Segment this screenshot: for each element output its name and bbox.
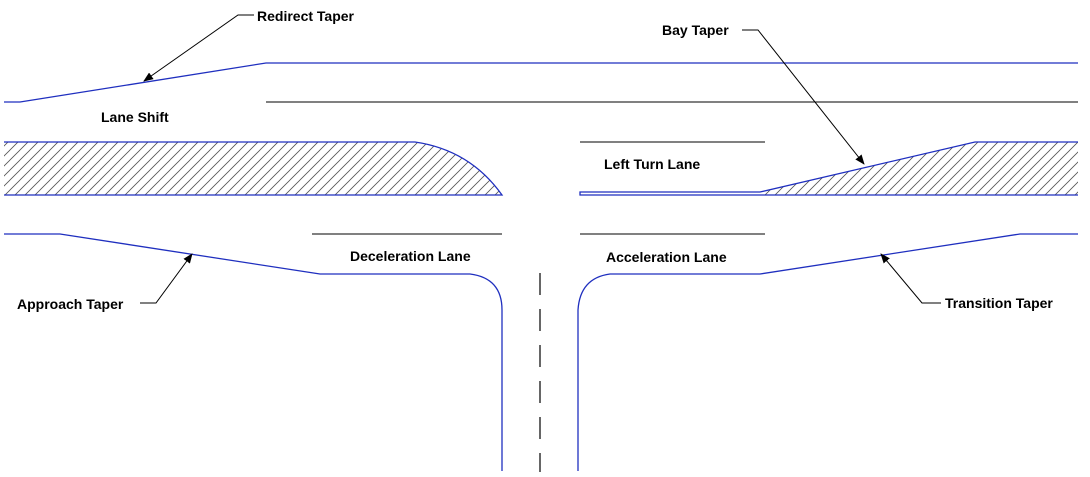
left-turn-lane-label: Left Turn Lane xyxy=(604,156,700,172)
lane-shift-label: Lane Shift xyxy=(101,109,169,125)
approach-taper-leader xyxy=(140,253,193,304)
approach-taper-label: Approach Taper xyxy=(17,296,124,312)
redirect-taper-label: Redirect Taper xyxy=(257,8,355,24)
bottom-right-road-edge xyxy=(577,233,1078,471)
right-median xyxy=(760,142,1078,195)
redirect-taper-leader xyxy=(143,14,254,82)
bay-taper-label: Bay Taper xyxy=(662,22,729,38)
deceleration-lane-label: Deceleration Lane xyxy=(350,248,471,264)
bottom-left-road-edge xyxy=(4,233,503,471)
top-road-edge xyxy=(4,62,1078,103)
transition-taper-label: Transition Taper xyxy=(945,295,1053,311)
right-median-edge xyxy=(579,141,1078,196)
transition-taper-leader xyxy=(880,253,941,304)
acceleration-lane-label: Acceleration Lane xyxy=(606,249,727,265)
left-median xyxy=(4,142,502,195)
left-median-edge xyxy=(4,141,504,196)
bay-taper-leader xyxy=(742,29,865,165)
